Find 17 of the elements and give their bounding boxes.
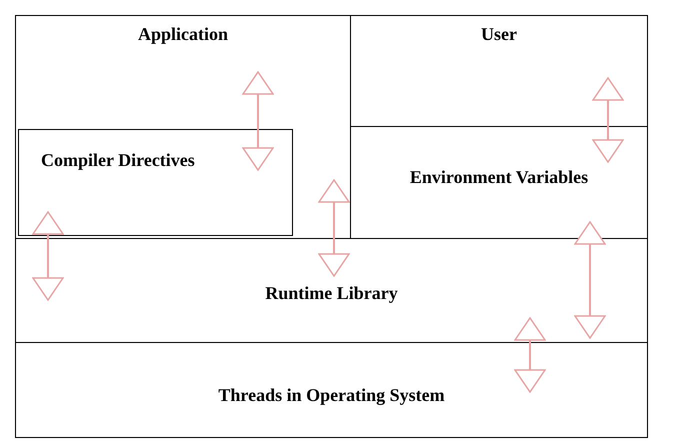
- layer-box: [350, 15, 648, 127]
- layer-label: User: [481, 24, 517, 45]
- double-arrow: [318, 179, 350, 277]
- layer-label: Runtime Library: [265, 283, 398, 304]
- layer-label: Application: [138, 24, 228, 45]
- double-arrow: [592, 77, 624, 163]
- double-arrow: [242, 71, 274, 171]
- layer-box: [15, 15, 351, 239]
- layer-label: Threads in Operating System: [218, 385, 445, 406]
- layer-label: Environment Variables: [410, 167, 588, 188]
- layer-label: Compiler Directives: [41, 150, 195, 171]
- double-arrow: [514, 317, 546, 393]
- double-arrow: [32, 211, 64, 301]
- layer-box: [18, 129, 293, 236]
- layer-box: [15, 342, 648, 438]
- double-arrow: [574, 221, 606, 339]
- layer-box: [15, 238, 648, 343]
